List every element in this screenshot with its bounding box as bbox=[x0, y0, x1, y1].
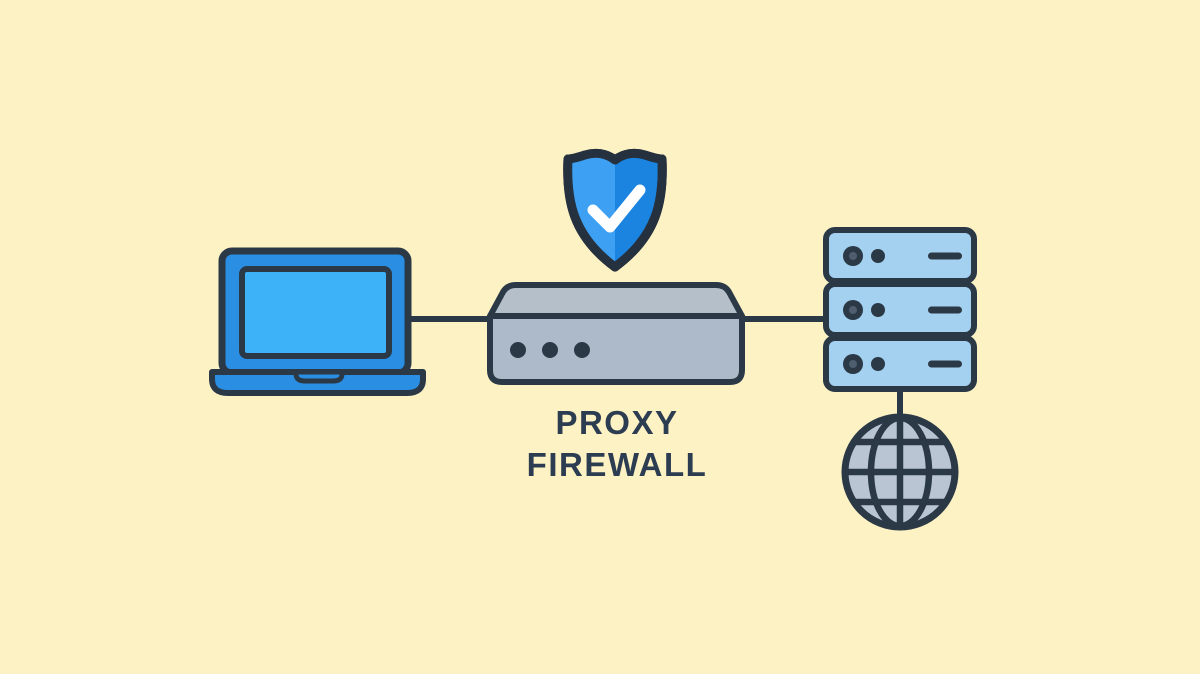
proxy-indicator-dot bbox=[574, 342, 590, 358]
server-unit bbox=[823, 281, 977, 338]
shield-check-icon bbox=[563, 148, 667, 272]
server-led-small bbox=[871, 303, 885, 317]
server-led-core bbox=[849, 252, 857, 260]
proxy-body bbox=[487, 313, 745, 385]
proxy-indicator-dot bbox=[542, 342, 558, 358]
proxy-firewall-label: PROXY FIREWALL bbox=[467, 402, 767, 486]
server-vent-slot bbox=[928, 252, 962, 260]
proxy-appliance-icon bbox=[487, 282, 745, 385]
server-led-core bbox=[849, 306, 857, 314]
server-led-core bbox=[849, 360, 857, 368]
server-chassis bbox=[823, 335, 977, 392]
laptop-icon bbox=[209, 247, 426, 396]
proxy-lid bbox=[487, 282, 745, 319]
server-unit bbox=[823, 227, 977, 284]
globe-icon bbox=[841, 413, 959, 531]
shield-outline bbox=[563, 148, 667, 272]
checkmark-icon bbox=[587, 184, 646, 233]
laptop-screen bbox=[239, 266, 392, 359]
laptop-base-notch bbox=[293, 369, 345, 384]
server-led-small bbox=[871, 357, 885, 371]
server-unit bbox=[823, 335, 977, 392]
server-vent-slot bbox=[928, 306, 962, 314]
server-led-small bbox=[871, 249, 885, 263]
server-vent-slot bbox=[928, 360, 962, 368]
server-stack-icon bbox=[823, 227, 977, 392]
label-line-firewall: FIREWALL bbox=[526, 446, 708, 483]
label-line-proxy: PROXY bbox=[555, 404, 679, 441]
proxy-indicator-dot bbox=[510, 342, 526, 358]
